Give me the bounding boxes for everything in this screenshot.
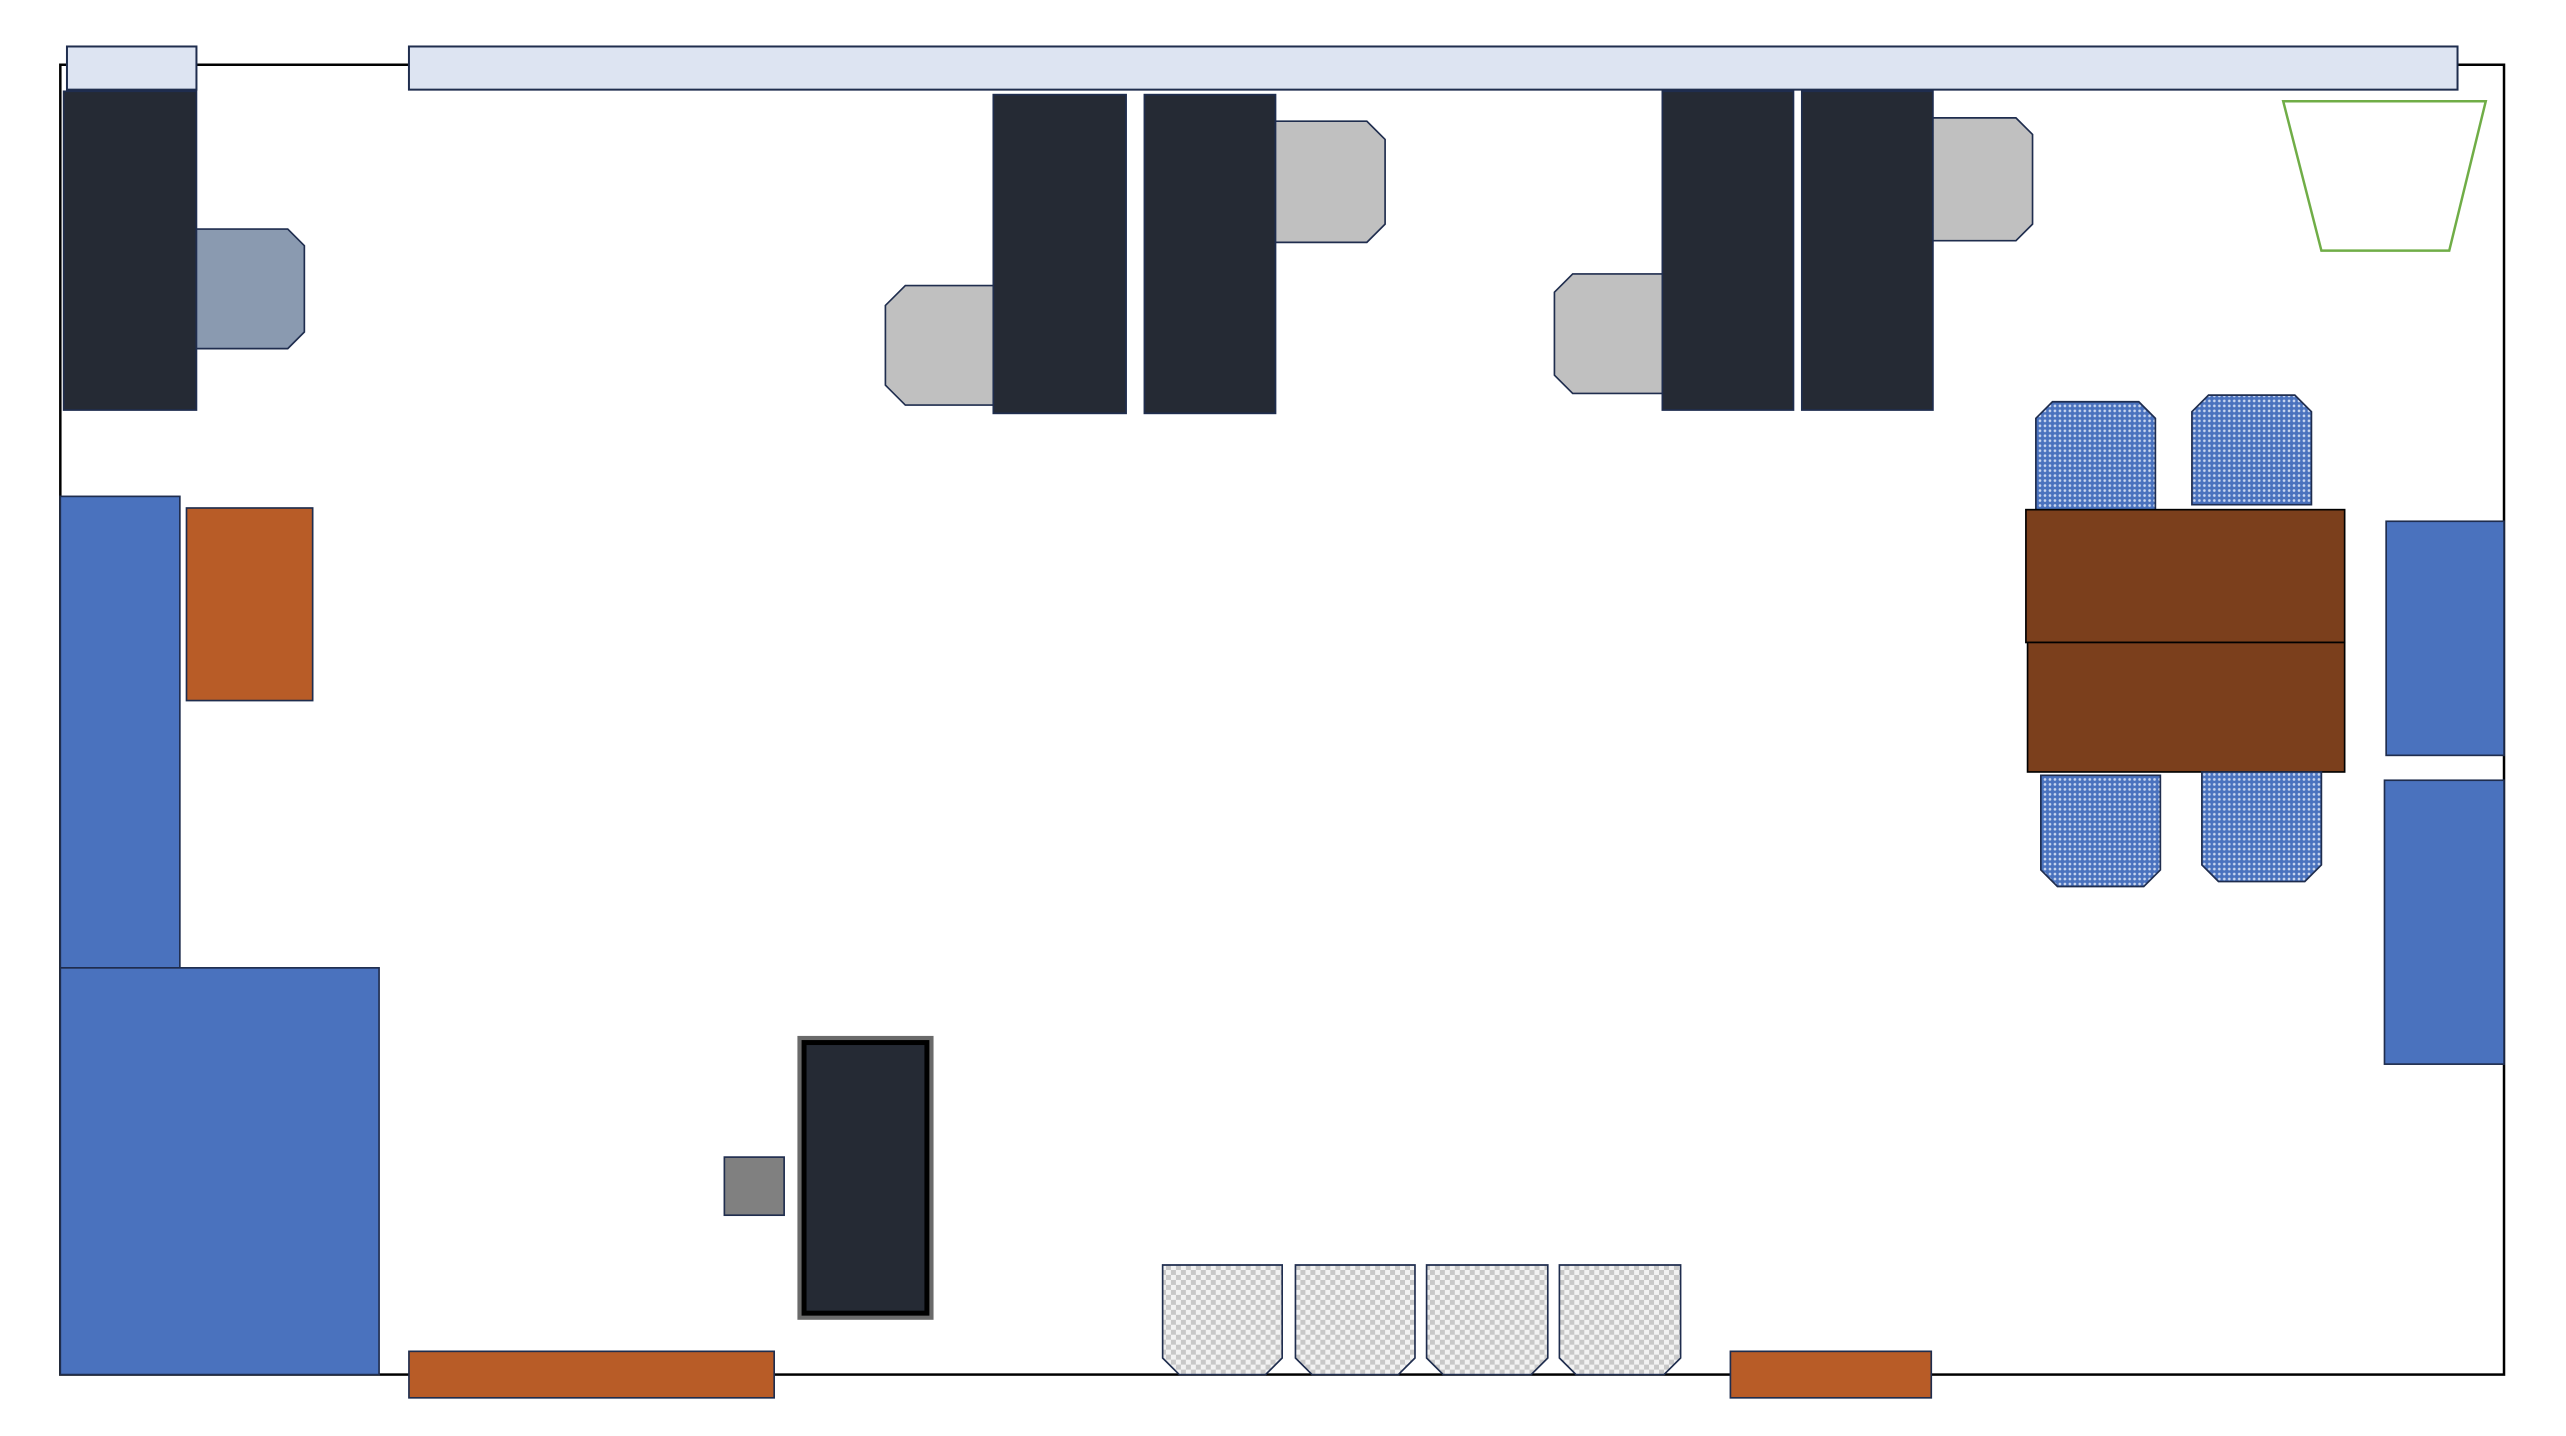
- window-top: [407, 45, 2459, 91]
- chair-right-right: [1932, 117, 2034, 242]
- window-left: [65, 45, 198, 91]
- trapezoid-bin: [2281, 100, 2488, 252]
- orange-cabinet-left: [185, 507, 314, 702]
- lounge-chair: [1558, 1264, 1682, 1376]
- chair-middle-right: [1274, 120, 1386, 244]
- meeting-chair: [2040, 774, 2162, 888]
- desk-left: [62, 90, 198, 411]
- lounge-chair: [1425, 1264, 1549, 1376]
- orange-bench-bottom-left: [408, 1350, 776, 1399]
- meeting-chair: [2191, 394, 2313, 506]
- chair-left: [195, 228, 306, 350]
- desk-right-2: [1800, 90, 1934, 411]
- desk-right-1: [1661, 90, 1795, 411]
- desk-middle-1: [992, 93, 1127, 415]
- tv-stand: [801, 1040, 930, 1316]
- cabinet-right-top: [2385, 520, 2505, 757]
- meeting-chair: [2035, 400, 2157, 513]
- cabinet-right-bottom: [2383, 779, 2505, 1065]
- lounge-chair: [1294, 1264, 1416, 1376]
- meeting-table: [2026, 641, 2346, 773]
- orange-bench-bottom-right: [1729, 1350, 1933, 1399]
- meeting-table: [2025, 508, 2346, 644]
- chair-right-left: [1553, 273, 1664, 395]
- desk-middle-2: [1143, 93, 1277, 415]
- chair-middle-left: [884, 284, 995, 406]
- cabinet-left-tall: [59, 495, 181, 969]
- small-box: [723, 1156, 785, 1217]
- lounge-chair: [1161, 1264, 1283, 1376]
- cabinet-left-large: [59, 967, 380, 1376]
- meeting-chair: [2201, 771, 2323, 883]
